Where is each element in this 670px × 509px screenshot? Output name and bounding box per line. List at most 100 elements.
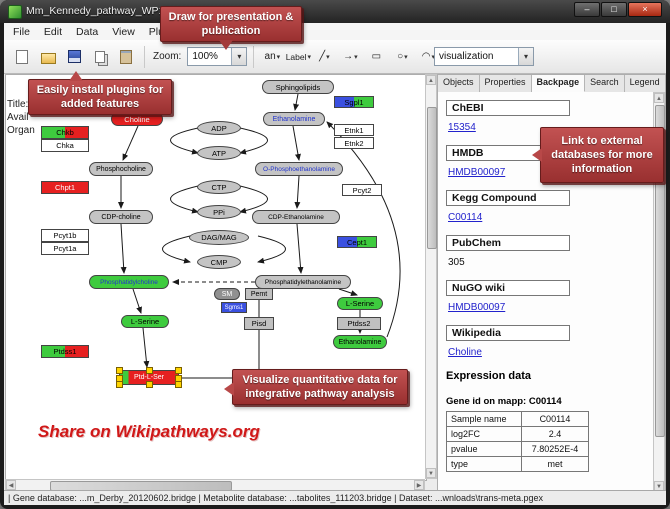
paste-button[interactable] <box>114 45 138 69</box>
selection-handle-nw[interactable] <box>116 367 123 374</box>
label-tool-icon: Label <box>285 51 307 62</box>
section-value-nugo-wiki[interactable]: HMDB00097 <box>448 302 506 313</box>
panel-scroll-thumb[interactable] <box>655 105 665 437</box>
menu-view[interactable]: View <box>112 25 135 38</box>
table-cell-label: Sample name <box>446 411 522 427</box>
arrow-tool-button[interactable]: →▾ <box>338 45 362 69</box>
menu-data[interactable]: Data <box>76 25 99 38</box>
pathway-node-ethanolamine-3[interactable]: Ethanolamine <box>263 112 325 126</box>
pathway-node-cmp-22[interactable]: CMP <box>197 255 241 269</box>
panel-scrollbar[interactable]: ▲ ▼ <box>653 92 665 492</box>
pathway-node-etnk2-8[interactable]: Etnk2 <box>334 137 374 149</box>
tab-backpage[interactable]: Backpage <box>531 75 586 92</box>
pathway-node-sphingolipids-0[interactable]: Sphingolipids <box>262 80 334 94</box>
callout-draw: Draw for presentation & publication <box>160 6 302 50</box>
expression-data-heading: Expression data <box>446 370 531 382</box>
zoom-combobox[interactable]: 100% ▾ <box>187 47 248 66</box>
scroll-down-arrow[interactable]: ▼ <box>426 468 436 478</box>
pathway-node-cept1-21[interactable]: Cept1 <box>337 236 377 248</box>
maximize-button[interactable]: □ <box>601 2 627 17</box>
tab-legend[interactable]: Legend <box>624 75 666 92</box>
pathway-node-l-serine-31[interactable]: L-Serine <box>121 315 169 328</box>
pathway-node-pemt-26[interactable]: Pemt <box>245 288 273 300</box>
menu-edit[interactable]: Edit <box>43 25 63 38</box>
selection-handle-se[interactable] <box>175 381 182 388</box>
pathway-node-sgpl1-1[interactable]: Sgpl1 <box>334 96 374 108</box>
title-bar[interactable]: Mm_Kennedy_pathway_WP1771_45176.gp... –□… <box>0 0 670 23</box>
pathway-node-l-serine-28[interactable]: L-Serine <box>337 297 383 310</box>
pathway-node-pisd-30[interactable]: Pisd <box>244 317 274 330</box>
menu-file[interactable]: File <box>13 25 30 38</box>
chevron-down-icon[interactable]: ▾ <box>231 48 247 65</box>
paste-icon <box>120 49 132 64</box>
pathway-node-adp-4[interactable]: ADP <box>197 121 241 135</box>
scroll-up-arrow[interactable]: ▲ <box>654 93 664 103</box>
save-button[interactable] <box>62 45 86 69</box>
pathway-node-ppi-15[interactable]: PPi <box>197 205 241 219</box>
tab-properties[interactable]: Properties <box>479 75 532 92</box>
scroll-right-arrow[interactable]: ▶ <box>414 480 424 490</box>
tab-objects[interactable]: Objects <box>438 75 480 92</box>
line-tool-button[interactable]: ╱▾ <box>312 45 336 69</box>
pathway-node-cdp-ethanolamine-17[interactable]: CDP-Ethanolamine <box>252 210 340 224</box>
vertical-scroll-thumb[interactable] <box>427 107 437 249</box>
scroll-left-arrow[interactable]: ◀ <box>6 480 16 490</box>
pathway-node-chpt1-13[interactable]: Chpt1 <box>41 181 89 194</box>
pathway-node-atp-9[interactable]: ATP <box>197 146 241 160</box>
ellipse-tool-button[interactable]: ○▾ <box>390 45 414 69</box>
save-icon <box>67 50 81 63</box>
pathway-node-etnk1-7[interactable]: Etnk1 <box>334 124 374 136</box>
pathway-node-ctp-12[interactable]: CTP <box>197 180 241 194</box>
canvas-vertical-scrollbar[interactable]: ▲ ▼ <box>425 74 437 479</box>
section-value-hmdb[interactable]: HMDB00097 <box>448 167 506 178</box>
callout-plugins-text: Easily install plugins for added feature… <box>36 83 164 110</box>
chevron-down-icon[interactable]: ▾ <box>518 48 533 65</box>
pathway-node-phosphatidylcholine-23[interactable]: Phosphatidylcholine <box>89 275 169 289</box>
table-cell-value: 7.80252E-4 <box>521 441 589 457</box>
selection-handle-ne[interactable] <box>175 367 182 374</box>
pathway-node-chka-6[interactable]: Chka <box>41 139 89 152</box>
pathway-node-phosphocholine-10[interactable]: Phosphocholine <box>89 162 153 176</box>
info-label-organ: Organ <box>7 125 35 136</box>
pathway-node-cdp-choline-16[interactable]: CDP-choline <box>89 210 153 224</box>
rect-tool-button[interactable]: ▭ <box>364 45 388 69</box>
pathway-node-ptdss2-29[interactable]: Ptdss2 <box>337 317 381 330</box>
pathway-node-ethanolamine-32[interactable]: Ethanolamine <box>333 335 387 349</box>
section-value-chebi[interactable]: 15354 <box>448 122 476 133</box>
pathway-node-dag-mag-20[interactable]: DAG/MAG <box>189 230 249 245</box>
minimize-button[interactable]: – <box>574 2 600 17</box>
pathway-node-pcyt1b-18[interactable]: Pcyt1b <box>41 229 89 242</box>
selection-handle-s[interactable] <box>146 381 153 388</box>
tab-search[interactable]: Search <box>585 75 625 92</box>
section-value-wikipedia[interactable]: Choline <box>448 347 482 358</box>
section-value-kegg-compound[interactable]: C00114 <box>448 212 483 223</box>
selection-handle-sw[interactable] <box>116 381 123 388</box>
label-tool-button[interactable]: Label▾ <box>285 45 311 69</box>
visualization-combobox[interactable]: visualization ▾ <box>434 47 534 66</box>
datanode-tool-button[interactable]: an▾ <box>260 45 284 69</box>
section-header-chebi: ChEBI <box>446 100 570 116</box>
selection-handle-n[interactable] <box>146 367 153 374</box>
pathway-node-sgms1-27[interactable]: Sgms1 <box>221 302 247 313</box>
pathway-node-sm-25[interactable]: SM <box>214 288 240 300</box>
new-button[interactable] <box>10 45 34 69</box>
pathway-node-phosphatidylethanolamine-24[interactable]: Phosphatidylethanolamine <box>255 275 351 289</box>
scroll-up-arrow[interactable]: ▲ <box>426 75 436 85</box>
table-cell-label: type <box>446 456 522 472</box>
pathway-node-pcyt2-14[interactable]: Pcyt2 <box>342 184 382 196</box>
pathway-node-ptdss1-33[interactable]: Ptdss1 <box>41 345 89 358</box>
open-button[interactable] <box>36 45 60 69</box>
pathway-node-chkb-5[interactable]: Chkb <box>41 126 89 139</box>
pathway-node-o-phosphoethanolamine-11[interactable]: O-Phosphoethanolamine <box>255 162 343 176</box>
pathway-node-pcyt1a-19[interactable]: Pcyt1a <box>41 242 89 255</box>
copy-button[interactable] <box>88 45 112 69</box>
close-button[interactable]: × <box>628 2 662 17</box>
arc-tool-button[interactable]: ◠▾ <box>416 45 440 69</box>
selection-handle-w[interactable] <box>116 374 123 382</box>
pathway-node-ptd-l-ser-34[interactable]: Ptd-L-Ser <box>116 367 182 388</box>
